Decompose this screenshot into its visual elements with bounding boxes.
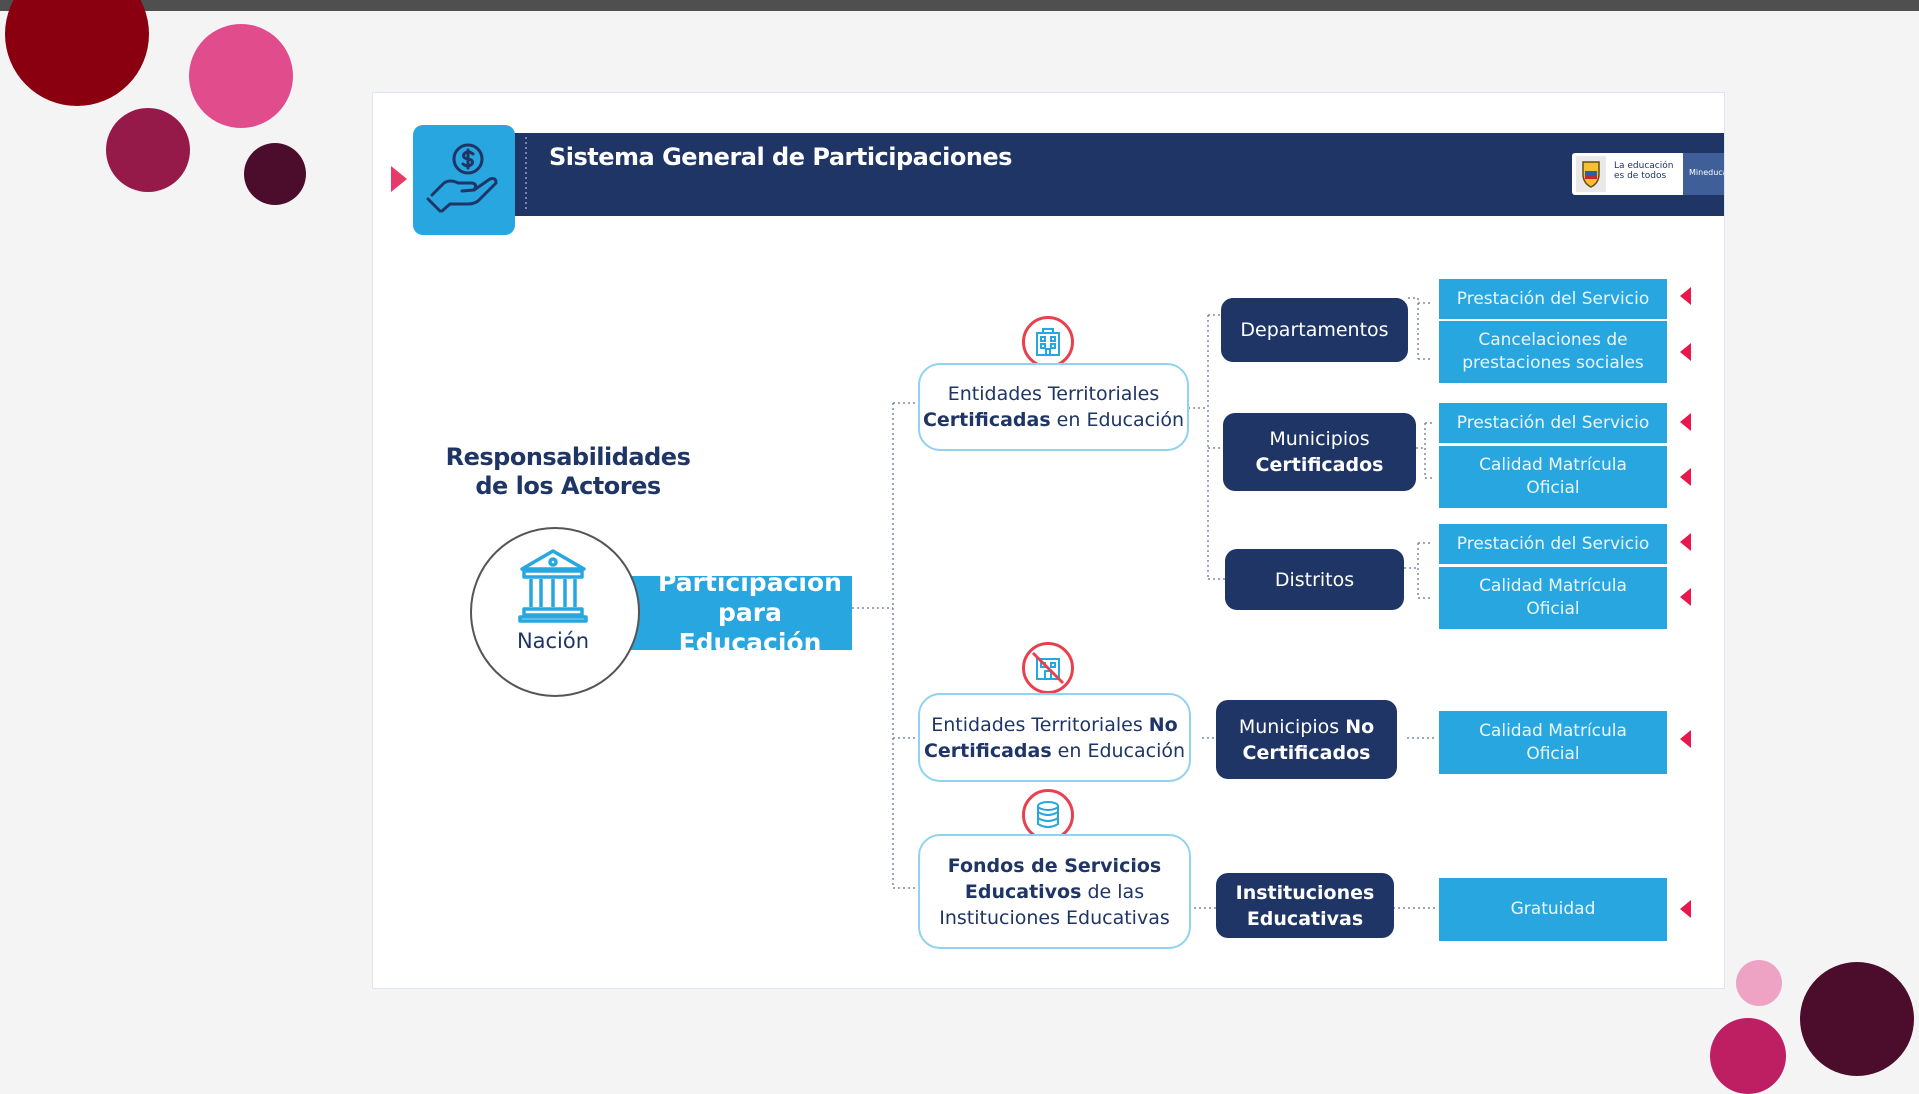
departamentos-label: Departamentos bbox=[1240, 319, 1389, 341]
badge-not-certified bbox=[1022, 642, 1074, 694]
top-bar bbox=[0, 0, 1919, 11]
logo-text-3: Mineducación bbox=[1689, 168, 1724, 177]
municipios-no-certificados-line-1: Municipios No bbox=[1239, 714, 1374, 740]
arrow-marker bbox=[1680, 468, 1691, 486]
etc-no-certificadas-bold-cert: Certificadas bbox=[923, 739, 1052, 762]
etc-certificadas-line-2: Certificadas en Educación bbox=[923, 407, 1184, 433]
connector-lines bbox=[852, 297, 1435, 909]
departamentos-node: Departamentos bbox=[1221, 298, 1408, 362]
resp-departamentos-cancelaciones: Cancelaciones de prestaciones sociales bbox=[1439, 321, 1667, 383]
etc-certificadas-line-1: Entidades Territoriales bbox=[947, 383, 1160, 405]
etc-no-certificadas-line-2: Certificadas en Educación bbox=[924, 738, 1185, 764]
fondos-line-2: Educativos de las bbox=[939, 879, 1170, 905]
arrow-marker bbox=[1680, 287, 1691, 305]
header-arrow bbox=[391, 166, 407, 192]
fondos-node: Fondos de Servicios Educativos de las In… bbox=[918, 834, 1191, 949]
deco-circle-raspberry bbox=[1710, 1018, 1786, 1094]
deco-circle-pink bbox=[189, 24, 293, 128]
page-title: Sistema General de Participaciones bbox=[549, 143, 1012, 171]
instituciones-educativas-line-1: Instituciones bbox=[1236, 880, 1375, 906]
school-building-icon bbox=[1036, 328, 1060, 356]
municipios-no-certificados-line-2: Certificados bbox=[1239, 740, 1374, 766]
participation-box: Participación para Educación bbox=[608, 568, 852, 657]
etc-certificadas-node: Entidades Territoriales Certificadas en … bbox=[918, 363, 1189, 451]
instituciones-educativas-bold-2: Educativas bbox=[1246, 907, 1364, 930]
badge-certified bbox=[1022, 316, 1074, 368]
colombia-shield-icon bbox=[1576, 156, 1606, 192]
fondos-bold-1: Fondos de Servicios bbox=[947, 854, 1162, 877]
distritos-label: Distritos bbox=[1274, 568, 1355, 591]
municipios-certificados-line-1: Municipios bbox=[1269, 428, 1370, 450]
fondos-post: de las bbox=[1081, 880, 1145, 903]
etc-no-certificadas-node: Entidades Territoriales No Certificadas … bbox=[918, 693, 1191, 782]
etc-no-certificadas-pre: Entidades Territoriales bbox=[931, 713, 1149, 736]
arrow-marker bbox=[1680, 533, 1691, 551]
arrow-marker bbox=[1680, 730, 1691, 748]
resp-municipios-prestacion: Prestación del Servicio bbox=[1439, 403, 1667, 443]
etc-no-certificadas-bold-no: No bbox=[1148, 713, 1178, 736]
resp-municipios-no-cert-calidad-label: Calidad Matrícula Oficial bbox=[1479, 720, 1627, 764]
municipios-certificados-line-2: Certificados bbox=[1256, 452, 1384, 478]
deco-circle-dark-red bbox=[5, 0, 149, 106]
municipios-no-certificados-bold-cert: Certificados bbox=[1242, 741, 1371, 764]
municipios-certificados-bold: Certificados bbox=[1255, 454, 1384, 476]
deco-circle-light-pink bbox=[1736, 960, 1782, 1006]
deco-circle-plum bbox=[244, 143, 306, 205]
municipios-no-certificados-node: Municipios No Certificados bbox=[1216, 700, 1397, 779]
resp-departamentos-prestacion-label: Prestación del Servicio bbox=[1456, 288, 1650, 309]
participation-label-line-2: para Educación bbox=[678, 598, 822, 657]
resp-municipios-calidad-label: Calidad Matrícula Oficial bbox=[1479, 455, 1627, 498]
fondos-line-3: Instituciones Educativas bbox=[939, 906, 1170, 929]
logo-strip: Mineducación bbox=[1683, 153, 1724, 195]
instituciones-educativas-line-2: Educativas bbox=[1236, 906, 1375, 932]
fondos-line-1: Fondos de Servicios bbox=[939, 853, 1170, 879]
bank-building-icon bbox=[518, 549, 588, 623]
etc-certificadas-bold: Certificadas bbox=[922, 409, 1051, 431]
instituciones-educativas-node: Instituciones Educativas bbox=[1216, 873, 1394, 938]
no-school-icon bbox=[1031, 651, 1065, 685]
distritos-node: Distritos bbox=[1225, 549, 1404, 610]
resp-distritos-calidad-label: Calidad Matrícula Oficial bbox=[1479, 576, 1627, 619]
resp-departamentos-cancelaciones-label: Cancelaciones de prestaciones sociales bbox=[1462, 330, 1644, 373]
resp-instituciones-gratuidad: Gratuidad bbox=[1439, 878, 1667, 941]
participation-label-line-1: Participación bbox=[658, 568, 842, 597]
logo-text-2: es de todos bbox=[1614, 171, 1667, 181]
etc-no-certificadas-line-1: Entidades Territoriales No bbox=[924, 712, 1185, 738]
nacion-label: Nación bbox=[516, 629, 590, 653]
deco-circle-plum-large bbox=[1800, 962, 1914, 1076]
resp-departamentos-prestacion: Prestación del Servicio bbox=[1439, 279, 1667, 319]
deco-circle-magenta bbox=[106, 108, 190, 192]
resp-distritos-calidad: Calidad Matrícula Oficial bbox=[1439, 567, 1667, 629]
etc-certificadas-post: en Educación bbox=[1050, 409, 1185, 431]
instituciones-educativas-bold-1: Instituciones bbox=[1235, 881, 1375, 904]
etc-no-certificadas-post: en Educación bbox=[1051, 739, 1186, 762]
badge-fondos bbox=[1022, 789, 1074, 841]
logo-text-1: La educación bbox=[1614, 161, 1674, 171]
responsibilities-title-line-2: de los Actores bbox=[475, 472, 661, 500]
ministry-logo: La educación es de todos Mineducación bbox=[1572, 153, 1724, 195]
municipios-no-certificados-bold-no: No bbox=[1345, 715, 1375, 738]
slide-image: Sistema General de Participaciones La ed… bbox=[372, 92, 1725, 989]
resp-distritos-prestacion-label: Prestación del Servicio bbox=[1456, 533, 1650, 554]
arrow-marker bbox=[1680, 413, 1691, 431]
responsibilities-title: Responsabilidades de los Actores bbox=[443, 443, 693, 501]
header-icon-box bbox=[413, 125, 515, 235]
nacion-node bbox=[470, 527, 640, 697]
municipios-certificados-node: Municipios Certificados bbox=[1223, 413, 1416, 491]
arrow-marker bbox=[1680, 588, 1691, 606]
fondos-bold-2: Educativos bbox=[964, 880, 1082, 903]
resp-municipios-prestacion-label: Prestación del Servicio bbox=[1456, 412, 1650, 433]
resp-instituciones-gratuidad-label: Gratuidad bbox=[1510, 899, 1596, 919]
resp-distritos-prestacion: Prestación del Servicio bbox=[1439, 524, 1667, 564]
resp-municipios-calidad: Calidad Matrícula Oficial bbox=[1439, 446, 1667, 508]
responsibilities-title-line-1: Responsabilidades bbox=[445, 443, 691, 471]
money-hand-icon bbox=[426, 143, 498, 213]
resp-municipios-no-cert-calidad: Calidad Matrícula Oficial bbox=[1439, 711, 1667, 774]
header-divider bbox=[525, 137, 527, 212]
header-bar bbox=[512, 133, 1724, 216]
coins-icon bbox=[1037, 801, 1059, 828]
arrow-marker bbox=[1680, 343, 1691, 361]
arrow-marker bbox=[1680, 900, 1691, 918]
municipios-no-certificados-pre: Municipios bbox=[1238, 715, 1346, 738]
